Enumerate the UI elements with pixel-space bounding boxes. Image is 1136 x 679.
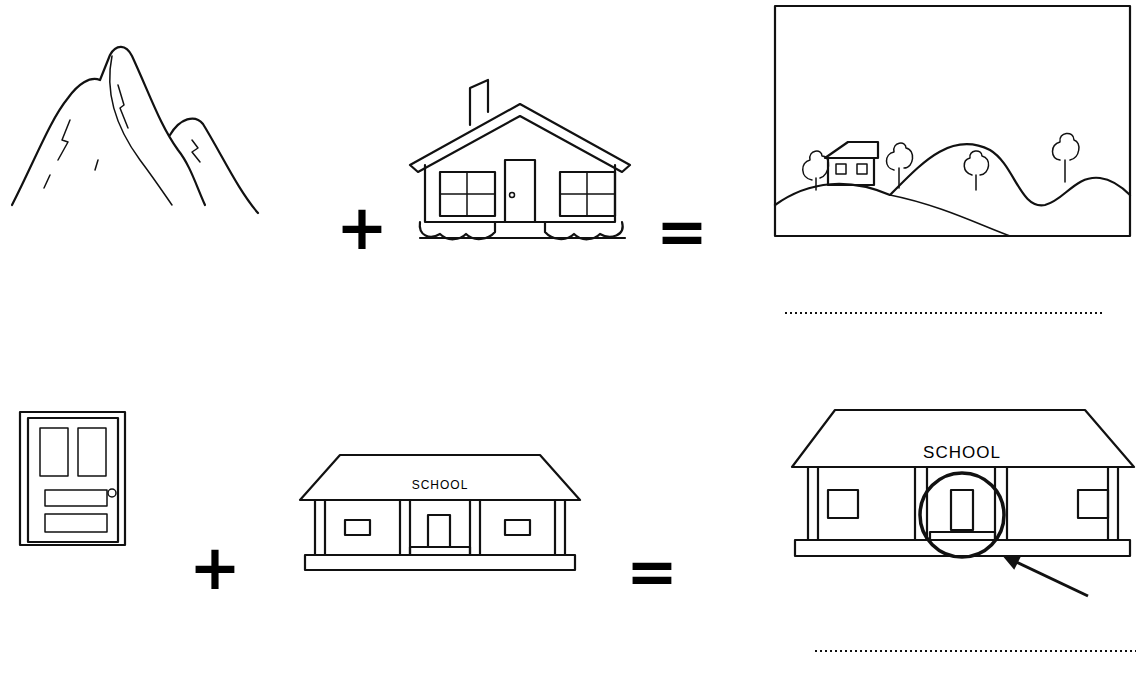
- hill-line: [890, 195, 1010, 236]
- porch: [305, 547, 575, 570]
- door-inset: [45, 514, 107, 532]
- window: [828, 490, 858, 518]
- mountain-drawing: [12, 47, 258, 213]
- answer-line: [785, 312, 1105, 314]
- school-roof: [792, 410, 1134, 467]
- bush: [420, 222, 495, 239]
- chimney: [470, 80, 488, 125]
- bush: [545, 222, 623, 239]
- window: [440, 172, 495, 216]
- door-inset: [45, 490, 107, 506]
- highlight-circle: [920, 473, 1004, 557]
- picture-frame: [775, 6, 1130, 236]
- window: [1078, 490, 1108, 518]
- answer-line: [815, 650, 1136, 652]
- building-sign: SCHOOL: [923, 444, 1001, 461]
- window-bar: [560, 172, 615, 216]
- house-wall: [425, 165, 615, 222]
- school-drawing: [792, 410, 1134, 596]
- plus-sign: +: [189, 537, 241, 599]
- mountain-crack: [118, 85, 128, 128]
- mountain-crack: [192, 140, 200, 162]
- equals-sign: =: [626, 541, 678, 603]
- window: [560, 172, 615, 216]
- door: [428, 515, 450, 547]
- school-roof: [300, 455, 580, 500]
- roof: [410, 104, 630, 172]
- mountain-crack: [58, 120, 70, 160]
- window: [836, 164, 846, 174]
- tree: [1053, 133, 1079, 182]
- tree: [803, 151, 829, 190]
- door: [951, 490, 973, 530]
- mountain-ridge: [110, 56, 172, 205]
- door-drawing: [20, 412, 125, 545]
- plus-sign: +: [336, 197, 388, 259]
- pointer-arrow: [1008, 558, 1088, 596]
- school-wall: [808, 467, 1118, 540]
- porch: [795, 532, 1130, 556]
- door-inset: [40, 428, 68, 476]
- door-knob: [108, 489, 116, 497]
- door-inset: [78, 428, 106, 476]
- window: [345, 520, 370, 535]
- school-drawing: [300, 455, 580, 570]
- door-panel: [28, 418, 118, 542]
- hill-outline: [170, 119, 258, 213]
- small-house: [825, 142, 878, 185]
- mountain-crack: [44, 160, 98, 188]
- equals-sign: =: [656, 201, 708, 263]
- ground: [420, 237, 625, 239]
- window-bar: [440, 172, 495, 216]
- window: [505, 520, 530, 535]
- door-knob: [510, 193, 515, 198]
- door: [505, 160, 535, 222]
- arrow-head: [1004, 556, 1020, 568]
- village-picture: [775, 6, 1130, 236]
- door-frame: [20, 412, 125, 545]
- tree: [964, 151, 988, 190]
- house-drawing: [410, 80, 630, 239]
- tree: [887, 143, 913, 188]
- building-sign: SCHOOL: [412, 479, 469, 491]
- window: [857, 164, 867, 174]
